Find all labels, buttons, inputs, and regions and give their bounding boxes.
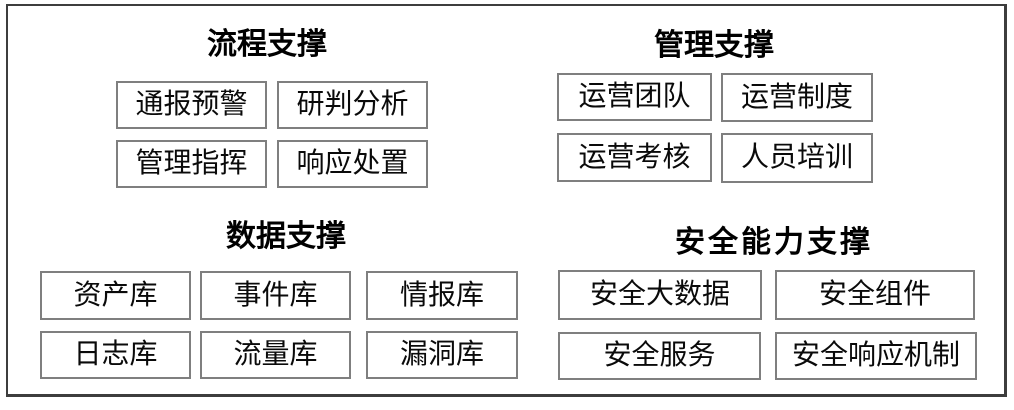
node-asset-database: 资产库 [40,271,191,320]
node-event-database: 事件库 [200,271,351,320]
node-analysis-judgment: 研判分析 [277,81,428,129]
node-vulnerability-database: 漏洞库 [366,331,518,379]
node-operation-team: 运营团队 [557,73,712,121]
node-intelligence-database: 情报库 [366,271,518,320]
node-operation-rules: 运营制度 [721,73,873,122]
node-security-big-data: 安全大数据 [558,270,762,320]
node-response-handling: 响应处置 [277,140,428,188]
section-title-data-support: 数据支撑 [226,220,346,253]
node-personnel-training: 人员培训 [721,133,873,183]
section-title-security-capability-support: 安全能力支撑 [675,226,873,259]
section-title-process-support: 流程支撑 [207,28,327,61]
node-security-services: 安全服务 [558,332,761,380]
node-security-response-mechanism: 安全响应机制 [775,332,977,380]
node-traffic-database: 流量库 [200,331,351,379]
node-security-components: 安全组件 [775,270,975,320]
node-operation-assessment: 运营考核 [557,133,712,182]
node-notification-warning: 通报预警 [116,81,267,129]
node-management-command: 管理指挥 [116,140,267,188]
section-title-management-support: 管理支撑 [654,29,774,62]
node-log-database: 日志库 [40,331,191,379]
outer-frame [6,4,1007,397]
